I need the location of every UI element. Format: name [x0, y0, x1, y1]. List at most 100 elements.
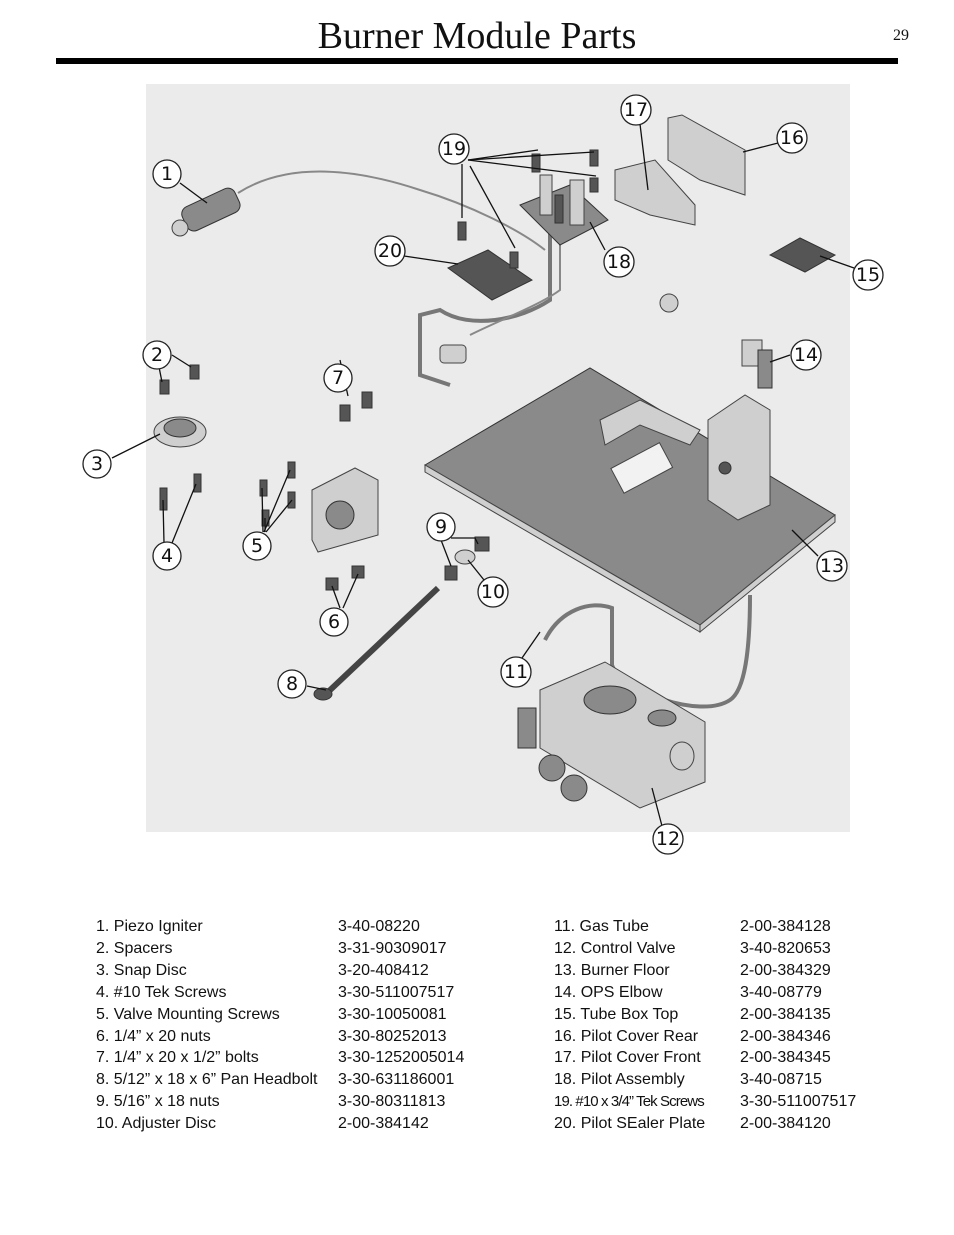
part-number: 3-31-90309017: [338, 939, 447, 957]
pilot-assembly: [519, 174, 609, 246]
callout-9: 9: [426, 512, 456, 542]
svg-text:17: 17: [624, 99, 648, 121]
callout-16: 16: [776, 122, 808, 154]
callout-3: 3: [82, 449, 112, 479]
callout-14: 14: [790, 339, 822, 371]
part-number: 2-00-384346: [740, 1027, 831, 1045]
callout-8: 8: [277, 669, 307, 699]
callout-5: 5: [242, 531, 272, 561]
callout-13: 13: [816, 550, 848, 582]
part-number: 3-30-511007517: [740, 1093, 857, 1111]
callout-2: 2: [142, 340, 172, 370]
part-number: 3-40-08220: [338, 918, 420, 935]
part-number: 3-40-08715: [740, 1071, 822, 1089]
svg-text:1: 1: [161, 163, 173, 185]
svg-text:9: 9: [435, 516, 447, 538]
svg-text:15: 15: [856, 264, 880, 286]
svg-text:12: 12: [656, 828, 680, 850]
callout-10: 10: [477, 576, 509, 608]
part-name: 15. Tube Box Top: [554, 1005, 679, 1023]
part-number: 3-30-80252013: [338, 1027, 447, 1045]
pilot-covers: [614, 114, 837, 273]
callout-18: 18: [603, 246, 635, 278]
svg-text:16: 16: [780, 127, 804, 149]
part-name: 19. #10 x 3/4” Tek Screws: [554, 1093, 705, 1111]
control-valve: [517, 661, 706, 809]
pilot-tubes: [418, 230, 561, 387]
part-name: 4. #10 Tek Screws: [96, 983, 227, 1001]
part-name: 16. Pilot Cover Rear: [554, 1027, 699, 1045]
part-number: 3-30-10050081: [338, 1005, 447, 1023]
svg-text:10: 10: [481, 581, 505, 603]
parts-row: 19. #10 x 3/4” Tek Screws 3-30-511007517: [554, 1091, 856, 1113]
part-number: 3-20-408412: [338, 961, 429, 979]
parts-row: 13. Burner Floor 2-00-384329: [554, 960, 856, 982]
parts-row: 4. #10 Tek Screws 3-30-511007517: [96, 982, 464, 1004]
svg-text:7: 7: [332, 367, 344, 389]
part-number: 3-30-511007517: [338, 983, 455, 1001]
page-number: 29: [893, 27, 909, 44]
adjuster-disc-and-nuts: [444, 536, 490, 581]
svg-text:20: 20: [378, 240, 402, 262]
part-number: 2-00-384128: [740, 918, 831, 935]
part-name: 7. 1/4” x 20 x 1/2” bolts: [96, 1049, 259, 1067]
callouts: 1 2 3 4 5 6 7 8 9 10 11 12 13 14 15 16 1…: [82, 94, 884, 855]
burner-floor: [424, 367, 836, 634]
part-name: 1. Piezo Igniter: [96, 918, 203, 935]
part-name: 18. Pilot Assembly: [554, 1071, 685, 1089]
callout-19: 19: [438, 133, 470, 165]
part-name: 3. Snap Disc: [96, 961, 187, 979]
parts-row: 15. Tube Box Top 2-00-384135: [554, 1004, 856, 1026]
parts-row: 6. 1/4” x 20 nuts 3-30-80252013: [96, 1026, 464, 1048]
part-name: 20. Pilot SEaler Plate: [554, 1115, 706, 1133]
snap-disc: [153, 416, 207, 448]
svg-text:5: 5: [251, 535, 263, 557]
svg-text:3: 3: [91, 453, 103, 475]
part-number: 3-30-1252005014: [338, 1049, 465, 1067]
parts-row: 5. Valve Mounting Screws 3-30-10050081: [96, 1004, 464, 1026]
part-number: 2-00-384135: [740, 1005, 831, 1023]
parts-row: 16. Pilot Cover Rear 2-00-384346: [554, 1026, 856, 1048]
part-name: 6. 1/4” x 20 nuts: [96, 1027, 211, 1045]
callout-1: 1: [152, 159, 182, 189]
svg-text:18: 18: [607, 251, 631, 273]
ops-elbow: [741, 339, 773, 389]
svg-text:19: 19: [442, 138, 466, 160]
part-name: 8. 5/12” x 18 x 6” Pan Headbolt: [96, 1071, 318, 1089]
parts-row: 11. Gas Tube 2-00-384128: [554, 916, 856, 938]
parts-row: 3. Snap Disc 3-20-408412: [96, 960, 464, 982]
part-name: 10. Adjuster Disc: [96, 1115, 217, 1133]
part-number: 2-00-384329: [740, 961, 831, 979]
part-number: 3-40-08779: [740, 983, 822, 1001]
part-name: 5. Valve Mounting Screws: [96, 1005, 280, 1023]
part-number: 2-00-384345: [740, 1049, 831, 1067]
part-name: 12. Control Valve: [554, 939, 676, 957]
part-name: 13. Burner Floor: [554, 961, 670, 979]
pilot-sealer-plate: [447, 249, 533, 301]
parts-row: 1. Piezo Igniter 3-40-08220: [96, 916, 464, 938]
callout-15: 15: [852, 259, 884, 291]
callout-6: 6: [319, 607, 349, 637]
parts-row: 12. Control Valve 3-40-820653: [554, 938, 856, 960]
svg-text:2: 2: [151, 344, 163, 366]
parts-row: 20. Pilot SEaler Plate 2-00-384120: [554, 1113, 856, 1135]
part-number: 2-00-384120: [740, 1115, 831, 1133]
callout-7: 7: [323, 363, 353, 393]
callout-12: 12: [652, 823, 684, 855]
parts-row: 7. 1/4” x 20 x 1/2” bolts 3-30-1252005014: [96, 1047, 464, 1069]
part-number: 3-40-820653: [740, 939, 831, 957]
small-hardware: [159, 149, 679, 591]
svg-text:11: 11: [504, 661, 528, 683]
svg-text:6: 6: [328, 611, 340, 633]
callout-11: 11: [500, 656, 532, 688]
callout-20: 20: [374, 235, 406, 267]
svg-text:4: 4: [161, 545, 173, 567]
part-name: 11. Gas Tube: [554, 918, 649, 935]
part-name: 9. 5/16” x 18 nuts: [96, 1093, 220, 1111]
